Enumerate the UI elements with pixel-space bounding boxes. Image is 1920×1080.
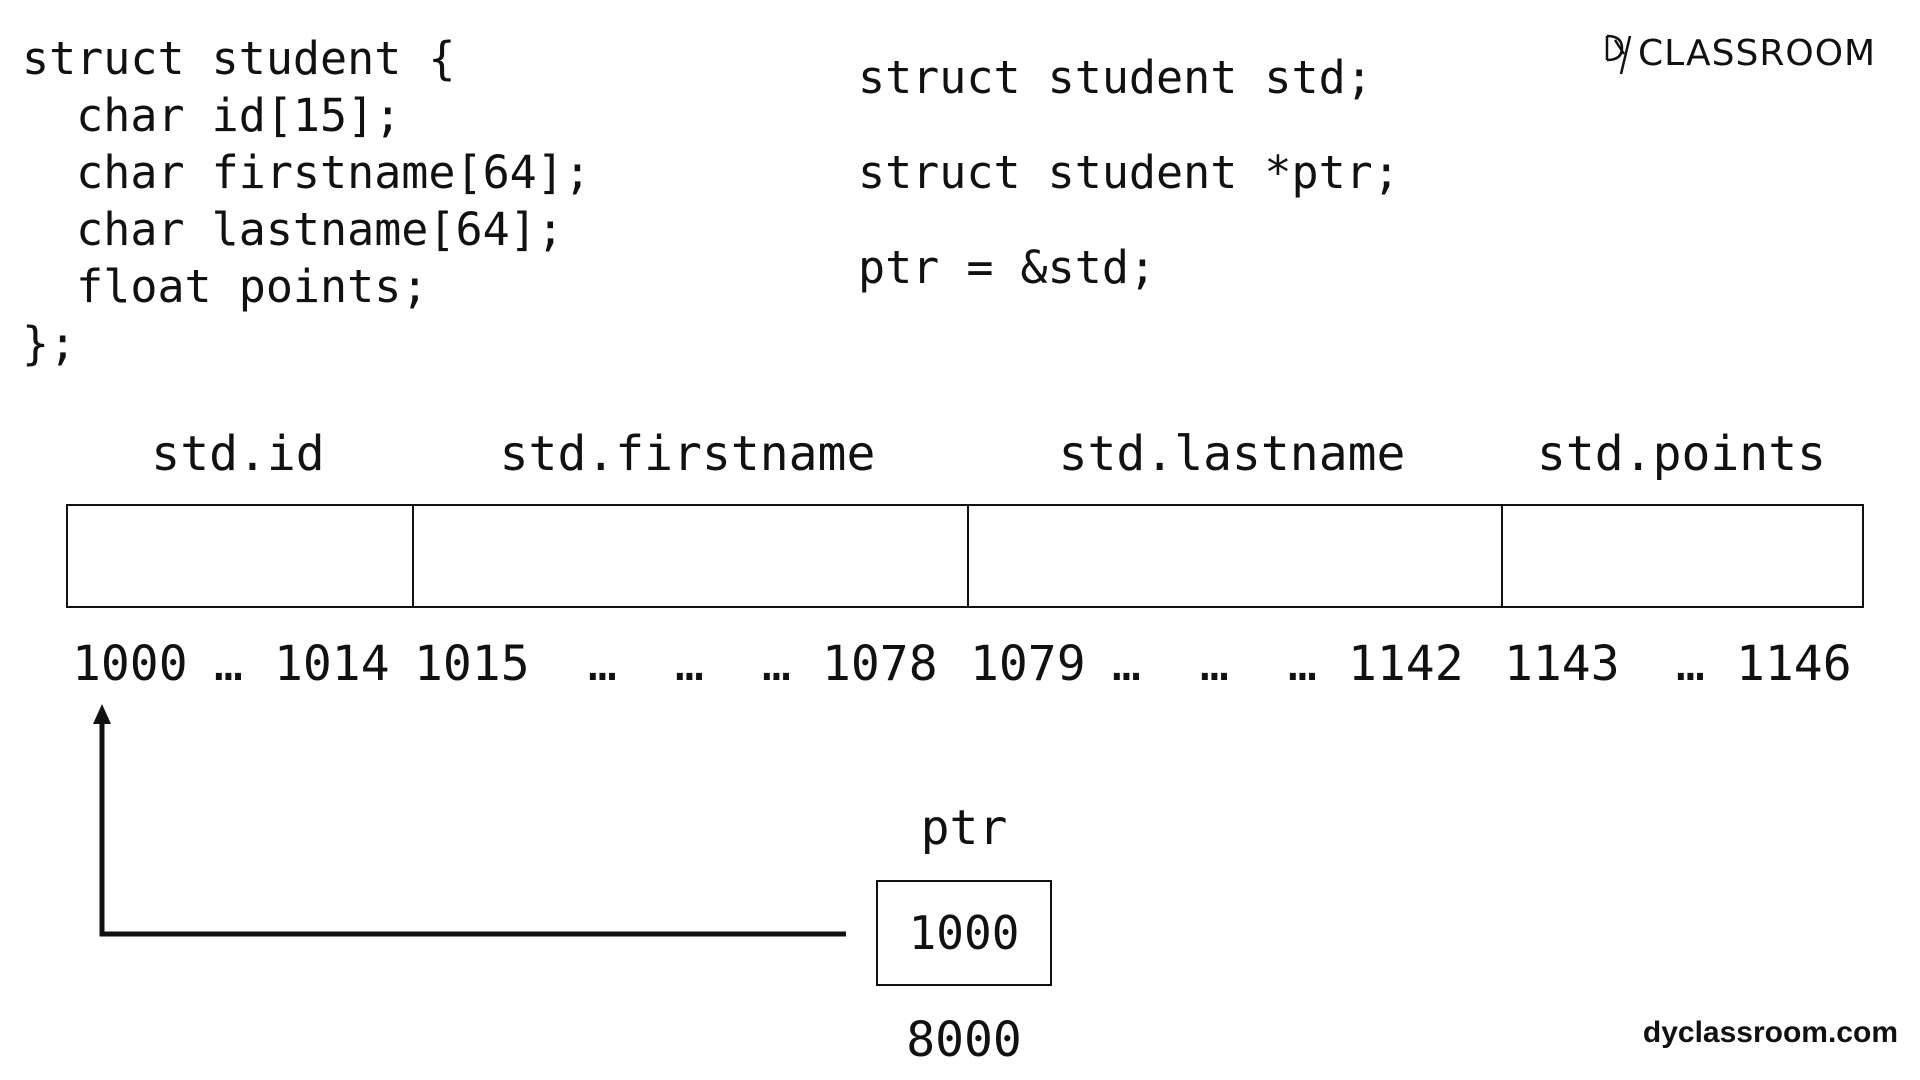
pointer-name: ptr [920, 800, 1008, 856]
memory-cell-lastname [967, 506, 1501, 606]
struct-definition-code: struct student { char id[15]; char first… [22, 32, 591, 370]
address-points-start: 1143 [1504, 636, 1620, 692]
address-id-end: 1014 [274, 636, 390, 692]
pointer-value: 1000 [908, 906, 1020, 960]
address-ellipsis: … [1112, 636, 1141, 692]
address-id-start: 1000 [72, 636, 188, 692]
memory-block [66, 504, 1864, 608]
address-ellipsis: … [214, 636, 243, 692]
address-ellipsis: … [588, 636, 617, 692]
address-firstname-start: 1015 [414, 636, 530, 692]
logo-text: CLASSROOM [1638, 32, 1877, 74]
address-ellipsis: … [1288, 636, 1317, 692]
arrow-head-icon [93, 704, 111, 724]
address-firstname-end: 1078 [822, 636, 938, 692]
field-label-id: std.id [151, 426, 325, 482]
pointer-declaration-code: struct student std; struct student *ptr;… [858, 51, 1400, 294]
memory-cell-points [1501, 506, 1862, 606]
logo: CLASSROOM [1604, 30, 1876, 76]
field-label-points: std.points [1537, 426, 1826, 482]
pointer-box: 1000 [876, 880, 1052, 986]
memory-cell-firstname [412, 506, 967, 606]
address-lastname-start: 1079 [970, 636, 1086, 692]
dy-logo-icon [1605, 34, 1632, 75]
address-ellipsis: … [675, 636, 704, 692]
pointer-address: 8000 [906, 1012, 1022, 1068]
field-label-lastname: std.lastname [1058, 426, 1406, 482]
address-lastname-end: 1142 [1348, 636, 1464, 692]
site-url: dyclassroom.com [1642, 1016, 1898, 1049]
address-ellipsis: … [762, 636, 791, 692]
pointer-arrow-line [99, 718, 846, 937]
address-points-end: 1146 [1736, 636, 1852, 692]
field-label-firstname: std.firstname [499, 426, 876, 482]
address-ellipsis: … [1200, 636, 1229, 692]
address-ellipsis: … [1676, 636, 1705, 692]
